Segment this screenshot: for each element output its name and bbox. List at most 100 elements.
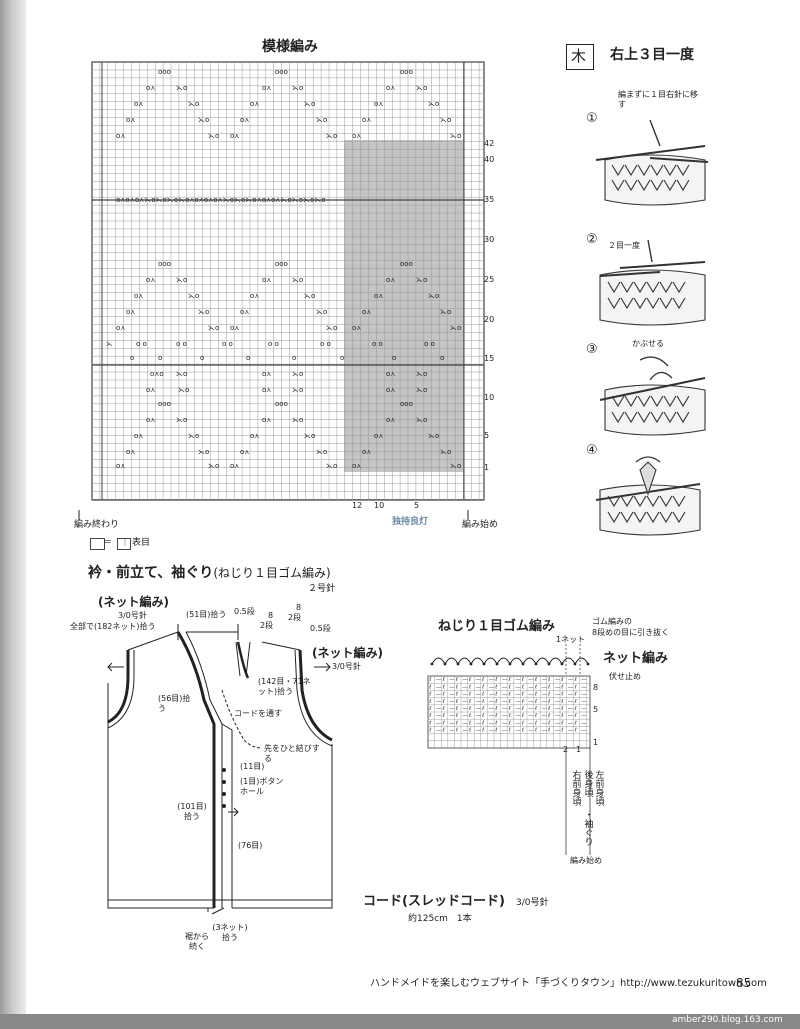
net-dot — [430, 662, 434, 666]
rib-symbol: — — [568, 684, 574, 690]
net-title: ネット編み — [603, 651, 669, 666]
rib-symbol: ℓ — [547, 713, 550, 719]
pickup-3net: (3ネット)拾う — [212, 923, 248, 942]
rib-symbol: ℓ — [481, 699, 484, 705]
stitch-symbol: ooo — [400, 260, 413, 268]
stitch-symbol: o o — [222, 340, 233, 348]
rib-symbol: ℓ — [508, 677, 511, 683]
legend-equals: ＝ — [103, 538, 113, 548]
stitch-symbol: ooo — [158, 260, 171, 268]
step-2-note: ２目一度 — [608, 241, 640, 250]
stitch-symbol: ⋋o — [198, 116, 209, 124]
rib-symbol: ℓ — [508, 706, 511, 712]
rib-symbol: — — [542, 692, 548, 698]
rib-symbol: ℓ — [428, 720, 431, 726]
rib-symbol: ℓ — [455, 706, 458, 712]
rib-symbol: ℓ — [428, 692, 431, 698]
stitch-symbol: o⋏ — [134, 432, 143, 440]
rib-symbol: — — [515, 684, 521, 690]
blog-watermark: amber290.blog.163.com — [672, 1015, 783, 1025]
rib-symbol: — — [515, 699, 521, 705]
stitch-symbol: o⋏ — [362, 116, 371, 124]
rib-symbol: — — [502, 720, 508, 726]
stitch-symbol: o⋏ — [374, 100, 383, 108]
rib-symbol: — — [489, 720, 495, 726]
ribbing-note-1: ゴム編みの — [592, 617, 632, 626]
rib-symbol: ℓ — [455, 713, 458, 719]
knot-label: 先をひと結びする — [264, 744, 320, 763]
stitch-symbol: o⋏ — [126, 308, 135, 316]
rib-symbol: — — [436, 706, 442, 712]
rib-symbol: — — [568, 699, 574, 705]
rib-symbol: — — [449, 706, 455, 712]
rib-symbol: — — [515, 706, 521, 712]
stitch-symbol: ⋋o — [176, 276, 187, 284]
stitch-symbol: ⋋o — [208, 324, 219, 332]
rib-symbol: ℓ — [521, 677, 524, 683]
stitch-symbol: ⋋o — [450, 132, 461, 140]
technique-title: 右上３目一度 — [610, 47, 694, 63]
net-right-needle: 3/0号針 — [332, 662, 361, 671]
stitch-symbol: o⋏ — [352, 462, 361, 470]
rib-symbol: ℓ — [574, 728, 577, 734]
rib-symbol: — — [476, 706, 482, 712]
ribbing-note-2: 8段めの目に引き抜く — [592, 628, 670, 637]
rib-symbol: — — [542, 720, 548, 726]
rib-symbol: ℓ — [560, 728, 563, 734]
stitch-symbol: ⋋o — [304, 432, 315, 440]
rib-symbol: ℓ — [574, 713, 577, 719]
rib-symbol: ℓ — [455, 677, 458, 683]
rib-symbol: ℓ — [560, 699, 563, 705]
rib-symbol: ℓ — [428, 699, 431, 705]
stitch-symbol: ⋋o — [416, 84, 427, 92]
rib-symbol: ℓ — [428, 706, 431, 712]
rib-symbol: ℓ — [455, 692, 458, 698]
stitch-symbol: o o — [136, 340, 147, 348]
rib-symbol: ℓ — [428, 728, 431, 734]
rib-symbol: — — [568, 677, 574, 683]
rib-symbol: ℓ — [508, 684, 511, 690]
stitch-symbol: ⋋o — [292, 276, 303, 284]
rib-symbol: ℓ — [481, 728, 484, 734]
stitch-symbol: o o — [372, 340, 383, 348]
rib-symbol: ℓ — [481, 692, 484, 698]
stitch-symbol: o⋏ — [116, 132, 125, 140]
stitch-symbol: ⋋o — [292, 386, 303, 394]
rib-symbol: — — [489, 728, 495, 734]
stitch-symbol: ⋋o — [440, 448, 451, 456]
rib-symbol: — — [449, 713, 455, 719]
stitch-symbol: o⋏ — [386, 370, 395, 378]
ribbing-row-8: 8 — [593, 683, 599, 692]
chart-col-5: 5 — [414, 501, 420, 510]
pickup-11: (11目) — [240, 762, 265, 771]
ribbing-row-1: 1 — [593, 738, 599, 747]
front-band-title-sub: (ねじり１目ゴム編み) — [213, 566, 331, 580]
rib-symbol: ℓ — [455, 699, 458, 705]
rib-symbol: — — [581, 728, 587, 734]
stitch-symbol: ⋋o — [292, 84, 303, 92]
net-dot — [547, 662, 551, 666]
cord-through: コードを通す — [234, 709, 282, 718]
page-number: 85 — [736, 976, 752, 990]
stitch-symbol: o⋏ — [386, 416, 395, 424]
stitch-symbol: o⋏ — [134, 100, 143, 108]
rib-symbol: — — [489, 692, 495, 698]
pickup-142: (142目・71ネット)拾う — [258, 677, 311, 696]
rib-symbol: ℓ — [547, 728, 550, 734]
rib-symbol: ℓ — [442, 720, 445, 726]
rib-symbol: ℓ — [574, 677, 577, 683]
chart-col-12: 12 — [352, 501, 363, 510]
rib-symbol: ℓ — [494, 706, 497, 712]
rib-symbol: ℓ — [468, 677, 471, 683]
footer-text[interactable]: ハンドメイドを楽しむウェブサイト「手づくりタウン」http://www.tezu… — [370, 978, 767, 989]
ribbing-row-5: 5 — [593, 705, 599, 714]
rib-symbol: ℓ — [508, 699, 511, 705]
rib-symbol: — — [462, 720, 468, 726]
net-dot — [508, 662, 512, 666]
legend-knit-cell — [117, 538, 131, 550]
rib-symbol: — — [489, 684, 495, 690]
rib-symbol: ℓ — [494, 728, 497, 734]
rib-symbol: — — [528, 720, 534, 726]
rib-symbol: ℓ — [468, 699, 471, 705]
rib-symbol: — — [502, 706, 508, 712]
